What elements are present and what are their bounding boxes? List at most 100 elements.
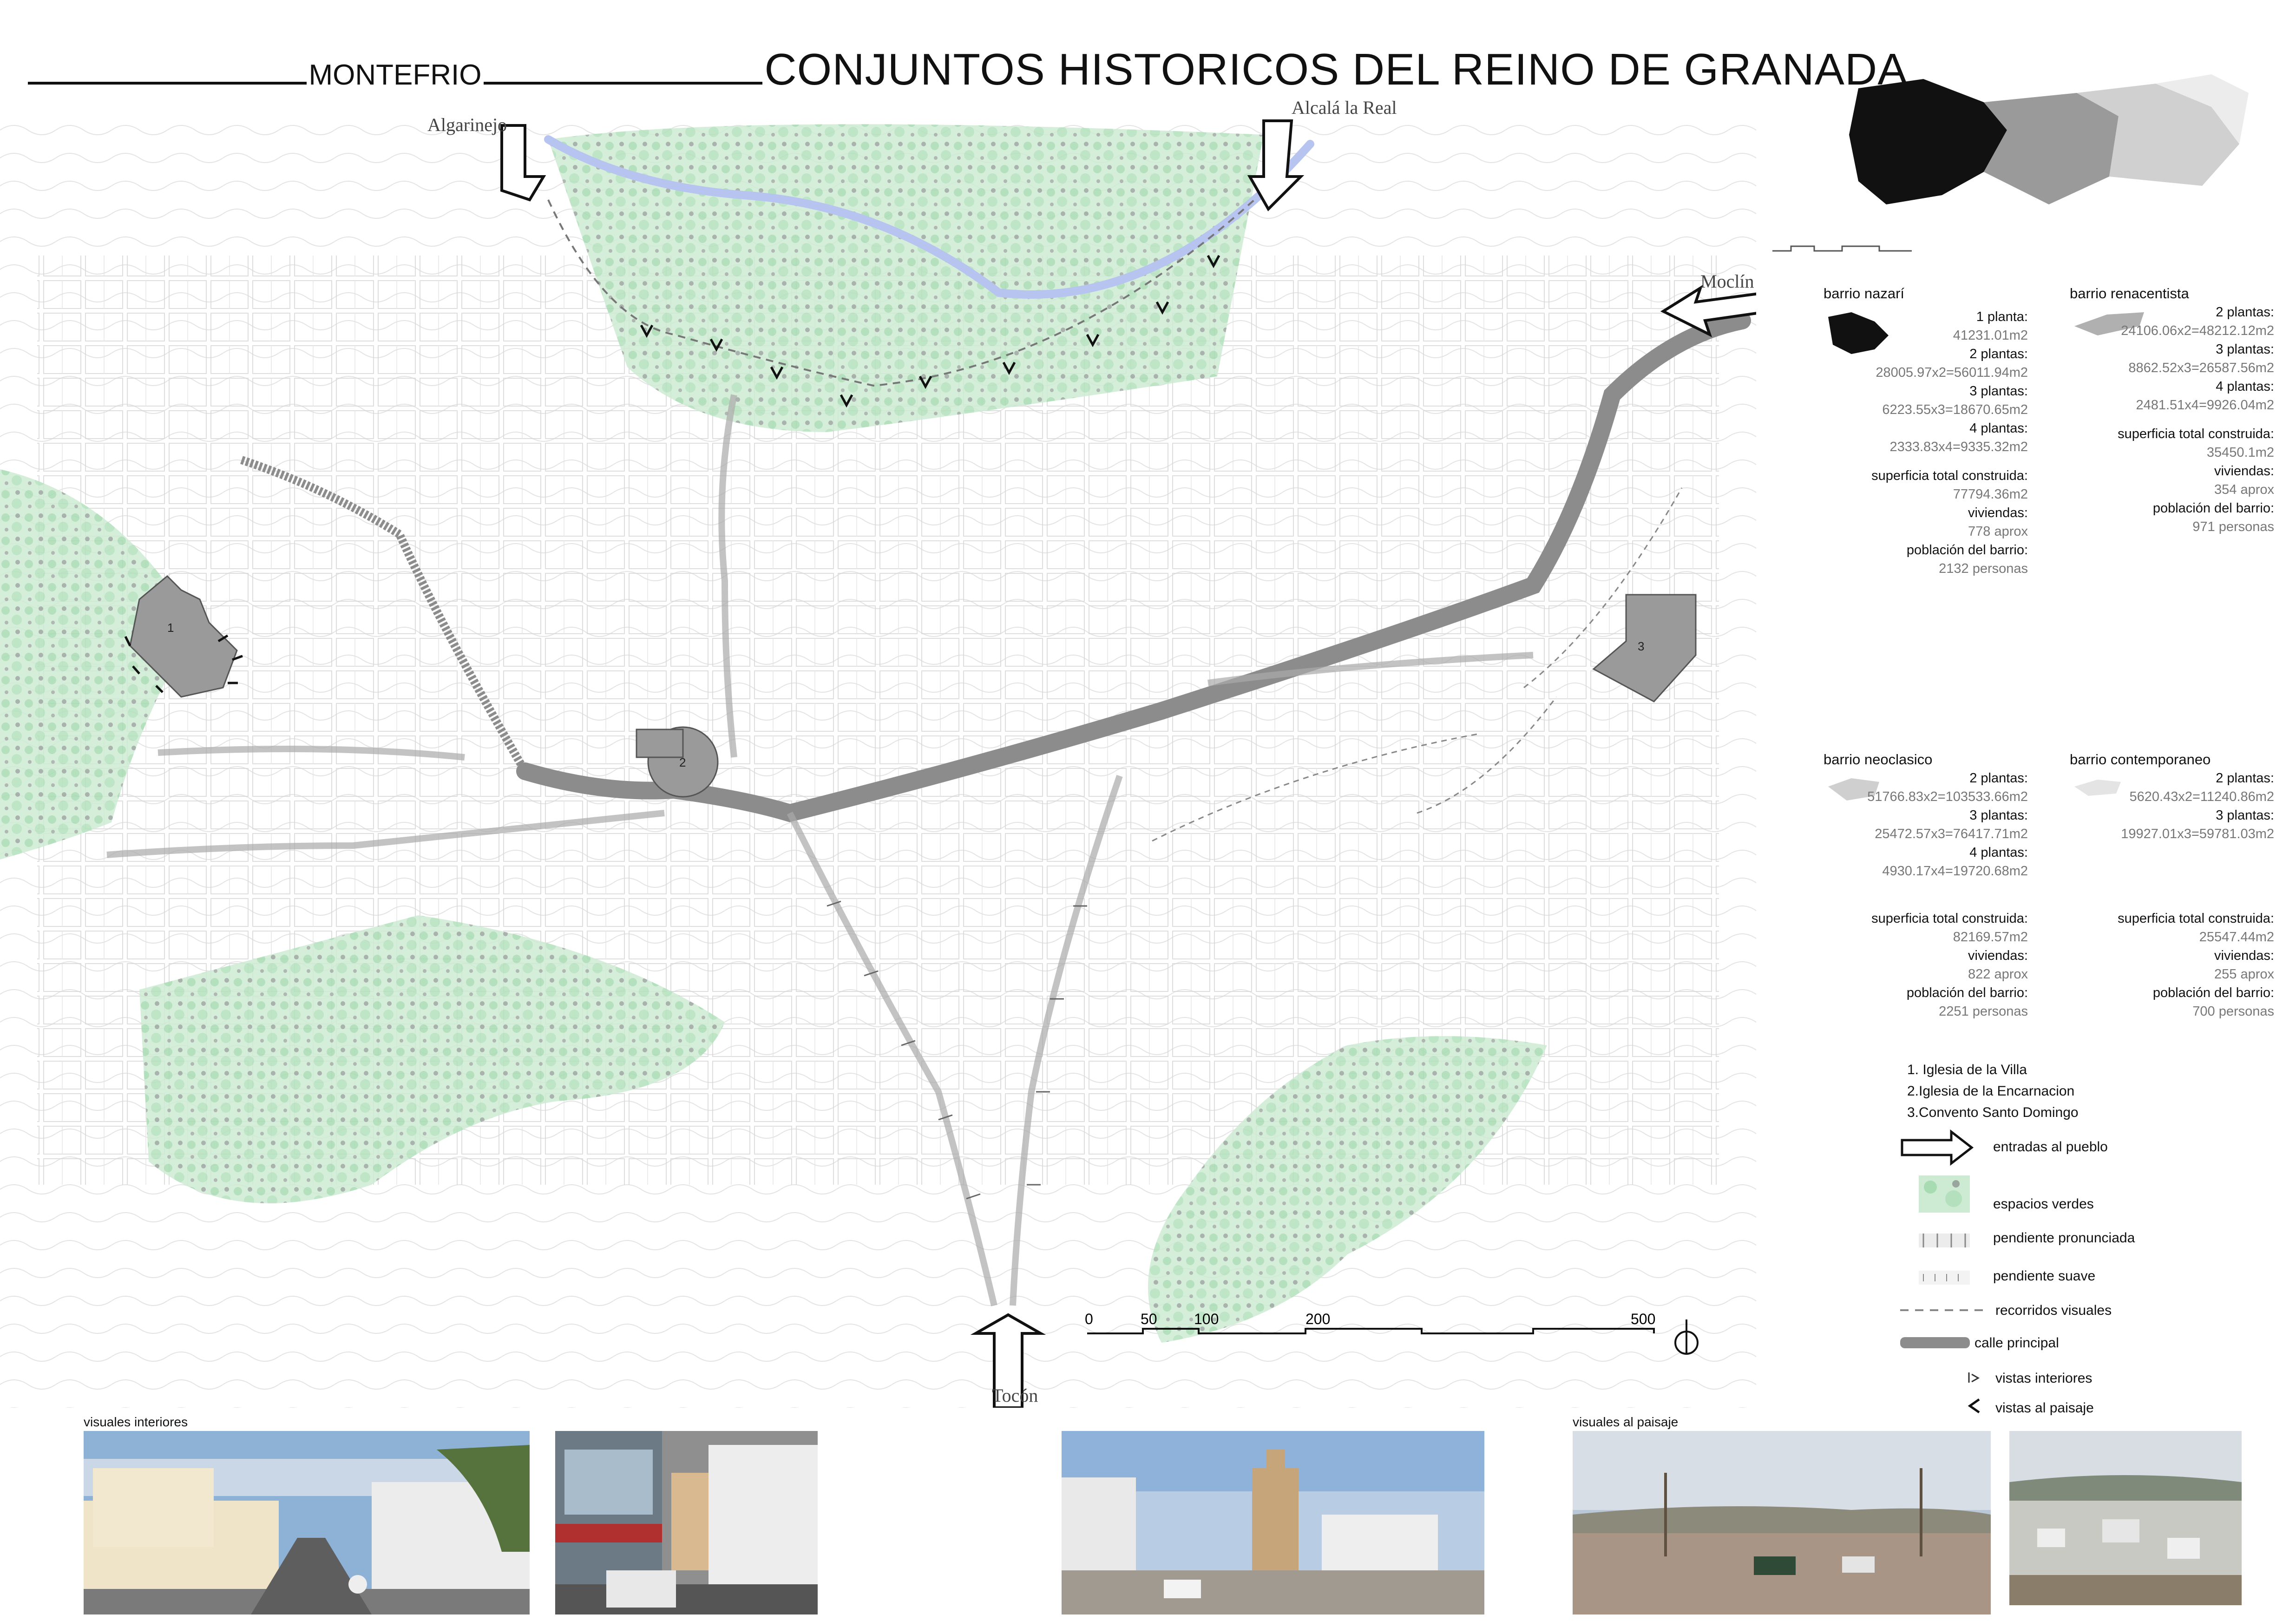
monument-3: 3 bbox=[1592, 594, 1697, 702]
stat-label: superficia total construida: bbox=[2118, 911, 2274, 926]
town-map: 1 2 3 0 50 100 200 500 bbox=[0, 116, 1756, 1408]
dashed-line-icon bbox=[1900, 1309, 1988, 1311]
green-area-west bbox=[0, 469, 195, 860]
stat-label: 3 plantas: bbox=[1969, 808, 2028, 823]
stat-label: viviendas: bbox=[2214, 464, 2274, 479]
stat-value: 28005.97x2=56011.94m2 bbox=[1876, 365, 2028, 380]
stat-value: 2251 personas bbox=[1939, 1004, 2028, 1019]
stat-label: 1 planta: bbox=[1976, 309, 2028, 324]
scale-tick-100: 100 bbox=[1194, 1311, 1219, 1327]
stat-label: 2 plantas: bbox=[1969, 347, 2028, 361]
stat-value: 778 aprox bbox=[1968, 524, 2028, 539]
scale-tick-0: 0 bbox=[1085, 1311, 1093, 1327]
stat-label: 2 plantas: bbox=[2216, 771, 2274, 786]
stats-barrio-renacentista: barrio renacentista 2 plantas: 24106.06x… bbox=[2070, 284, 2274, 536]
green-area-icon bbox=[1919, 1175, 1970, 1213]
stat-value: 2333.83x4=9335.32m2 bbox=[1889, 440, 2028, 454]
legend-entry: vistas interiores bbox=[1900, 1357, 2272, 1389]
barrio-nazari-icon bbox=[1828, 312, 1889, 354]
stat-label: población del barrio: bbox=[1906, 543, 2028, 558]
green-area-southeast bbox=[1148, 1036, 1547, 1343]
place-algarinejo: Algarinejo bbox=[427, 114, 507, 135]
stat-value: 822 aprox bbox=[1968, 967, 2028, 982]
green-area-southwest bbox=[139, 915, 725, 1203]
gentle-slope-icon bbox=[1919, 1271, 1970, 1285]
legend-label: recorridos visuales bbox=[1995, 1303, 2112, 1318]
key-map-contemporaneo bbox=[2156, 74, 2249, 144]
landscape-view-icon bbox=[1968, 1398, 1980, 1414]
stat-label: superficia total construida: bbox=[1871, 911, 2028, 926]
barrio-name: barrio contemporaneo bbox=[2070, 751, 2211, 768]
place-moclin: Moclín bbox=[1700, 271, 1754, 292]
stats-barrio-neoclasico: barrio neoclasico 2 plantas: 51766.83x2=… bbox=[1824, 750, 2028, 1021]
stat-label: 3 plantas: bbox=[2216, 342, 2274, 357]
stat-value: 6223.55x3=18670.65m2 bbox=[1882, 402, 2028, 417]
legend-label: calle principal bbox=[1975, 1335, 2059, 1351]
stat-value: 700 personas bbox=[2192, 1004, 2274, 1019]
key-map bbox=[1849, 74, 2249, 204]
stat-value: 82169.57m2 bbox=[1953, 930, 2028, 945]
legend-entry: calle principal bbox=[1900, 1324, 2272, 1357]
stat-value: 255 aprox bbox=[2214, 967, 2274, 982]
stat-value: 354 aprox bbox=[2214, 482, 2274, 497]
stat-value: 4930.17x4=19720.68m2 bbox=[1882, 864, 2028, 879]
monument-2: 2 bbox=[636, 726, 719, 798]
town-name: MONTEFRIO bbox=[308, 59, 482, 91]
stat-label: superficia total construida: bbox=[1871, 468, 2028, 483]
photo-landscape-1 bbox=[1573, 1431, 1991, 1614]
title-underline-mid bbox=[483, 82, 762, 85]
place-alcala: Alcalá la Real bbox=[1292, 97, 1397, 118]
photo-interior-2 bbox=[555, 1431, 818, 1614]
stat-value: 77794.36m2 bbox=[1953, 487, 2028, 502]
stat-label: viviendas: bbox=[1968, 948, 2028, 963]
stat-label: población del barrio: bbox=[1906, 985, 2028, 1000]
barrio-renacentista-icon bbox=[2074, 312, 2144, 335]
arrow-icon bbox=[1901, 1129, 1974, 1166]
scale-tick-50: 50 bbox=[1141, 1311, 1157, 1327]
stat-value: 5620.43x2=11240.86m2 bbox=[2129, 789, 2274, 804]
green-area-north bbox=[548, 124, 1264, 433]
entrance-arrows bbox=[500, 119, 1756, 1408]
legend-entry: entradas al pueblo bbox=[1900, 1129, 2272, 1175]
monument-1: 1 bbox=[124, 575, 243, 698]
stat-value: 41231.01m2 bbox=[1953, 328, 2028, 343]
page-title: MONTEFRIO CONJUNTOS HISTORICOS DEL REINO… bbox=[28, 44, 1908, 95]
photo-landscape-2 bbox=[2009, 1431, 2242, 1605]
key-map-renacentista bbox=[1984, 93, 2119, 204]
legend-label: pendiente pronunciada bbox=[1993, 1230, 2135, 1246]
legend-entry: espacios verdes bbox=[1900, 1175, 2272, 1217]
barrio-name: barrio neoclasico bbox=[1824, 751, 1933, 768]
stat-label: población del barrio: bbox=[2152, 501, 2274, 516]
interior-views-caption: visuales interiores bbox=[84, 1415, 188, 1429]
scale-bar: 0 50 100 200 500 bbox=[1085, 1311, 1655, 1334]
stat-value: 24106.06x2=48212.12m2 bbox=[2121, 323, 2274, 338]
legend-entry: pendiente suave bbox=[1900, 1254, 2272, 1292]
barrio-contemporaneo-icon bbox=[2074, 780, 2121, 796]
stat-label: superficia total construida: bbox=[2118, 427, 2274, 441]
stat-label: 3 plantas: bbox=[2216, 808, 2274, 823]
main-street-west bbox=[240, 456, 529, 774]
stat-value: 19927.01x3=59781.03m2 bbox=[2121, 827, 2274, 841]
stat-label: viviendas: bbox=[1968, 505, 2028, 520]
stat-value: 2481.51x4=9926.04m2 bbox=[2136, 398, 2274, 413]
stat-label: 2 plantas: bbox=[2216, 305, 2274, 320]
barrio-name: barrio nazarí bbox=[1824, 285, 1905, 302]
barrio-neoclasico-icon bbox=[1828, 778, 1879, 801]
landscape-views-caption: visuales al paisaje bbox=[1573, 1415, 1679, 1429]
legend: entradas al pueblo espacios verdes pendi… bbox=[1900, 1129, 2272, 1422]
main-title: CONJUNTOS HISTORICOS DEL REINO DE GRANAD… bbox=[764, 45, 1908, 94]
legend-entry: vistas al paisaje bbox=[1900, 1389, 2272, 1422]
visual-route-north bbox=[547, 199, 1255, 387]
legend-label: entradas al pueblo bbox=[1993, 1139, 2108, 1155]
stat-label: 4 plantas: bbox=[2216, 379, 2274, 394]
entrance-arrow-moclin bbox=[1660, 285, 1756, 337]
entrance-arrow-tocon bbox=[970, 1313, 1046, 1408]
stat-label: 2 plantas: bbox=[1969, 771, 2028, 786]
stats-barrio-contemporaneo: barrio contemporaneo 2 plantas: 5620.43x… bbox=[2070, 750, 2274, 1021]
steep-slope-icon bbox=[1919, 1234, 1970, 1247]
entrance-arrow-algarinejo bbox=[500, 124, 546, 202]
secondary-streets bbox=[106, 394, 1534, 1306]
stat-label: viviendas: bbox=[2214, 948, 2274, 963]
stat-label: población del barrio: bbox=[2152, 985, 2274, 1000]
stats-barrio-nazari: barrio nazarí 1 planta: 41231.01m2 2 pla… bbox=[1824, 284, 2028, 578]
